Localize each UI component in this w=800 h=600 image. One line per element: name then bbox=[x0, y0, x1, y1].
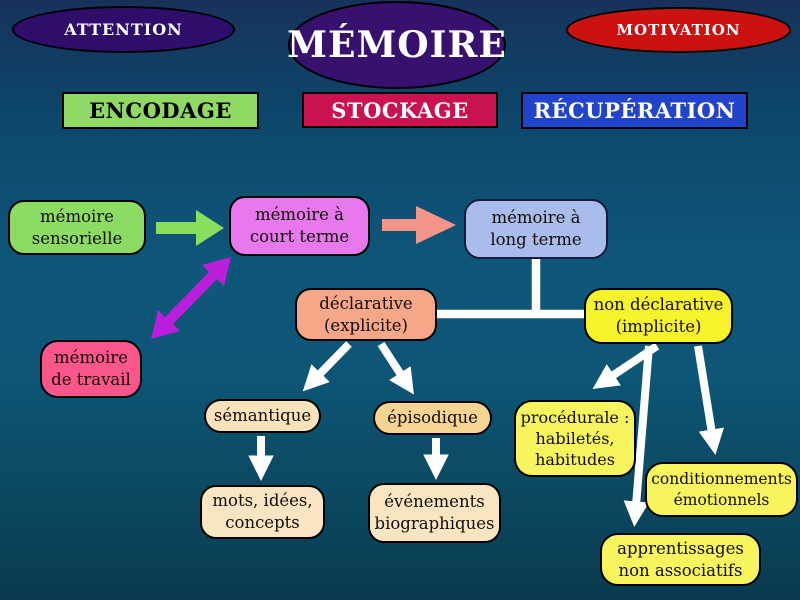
connector-long-terme-branches bbox=[437, 257, 584, 319]
node-procedurale: procédurale : habiletés, habitudes bbox=[514, 400, 636, 477]
node-episodique: épisodique bbox=[373, 401, 492, 435]
node-memoire-de-travail: mémoire de travail bbox=[40, 340, 142, 398]
bar-recuperation: RÉCUPÉRATION bbox=[521, 92, 748, 129]
node-apprentissages-non-associatifs: apprentissages non associatifs bbox=[600, 533, 761, 586]
bar-stockage: STOCKAGE bbox=[302, 92, 498, 128]
arrow-declarative-to-episodique bbox=[377, 341, 414, 395]
node-declarative: déclarative (explicite) bbox=[295, 288, 437, 341]
arrow-non-declarative-to-conditionnements bbox=[694, 345, 725, 455]
arrow-declarative-to-semantique bbox=[302, 341, 352, 392]
oval-attention: ATTENTION bbox=[12, 6, 235, 53]
arrow-court-terme-to-long-terme bbox=[382, 206, 456, 244]
node-non-declarative: non déclarative (implicite) bbox=[584, 288, 733, 344]
node-evenements-biographiques: événements biographiques bbox=[368, 483, 501, 543]
oval-motivation: MOTIVATION bbox=[566, 7, 791, 53]
oval-memoire: MÉMOIRE bbox=[287, 1, 506, 89]
double-arrow-court-terme-travail bbox=[151, 257, 231, 339]
bar-encodage: ENCODAGE bbox=[62, 92, 259, 129]
node-memoire-court-terme: mémoire à court terme bbox=[229, 196, 370, 256]
node-conditionnements-emotionnels: conditionnements émotionnels bbox=[645, 462, 798, 517]
arrow-non-declarative-to-procedurale bbox=[592, 342, 660, 389]
arrow-sensorielle-to-court-terme bbox=[156, 210, 224, 246]
node-memoire-sensorielle: mémoire sensorielle bbox=[8, 200, 146, 255]
node-mots-idees-concepts: mots, idées, concepts bbox=[200, 485, 325, 539]
node-semantique: sémantique bbox=[204, 399, 321, 433]
node-memoire-long-terme: mémoire à long terme bbox=[464, 199, 608, 259]
